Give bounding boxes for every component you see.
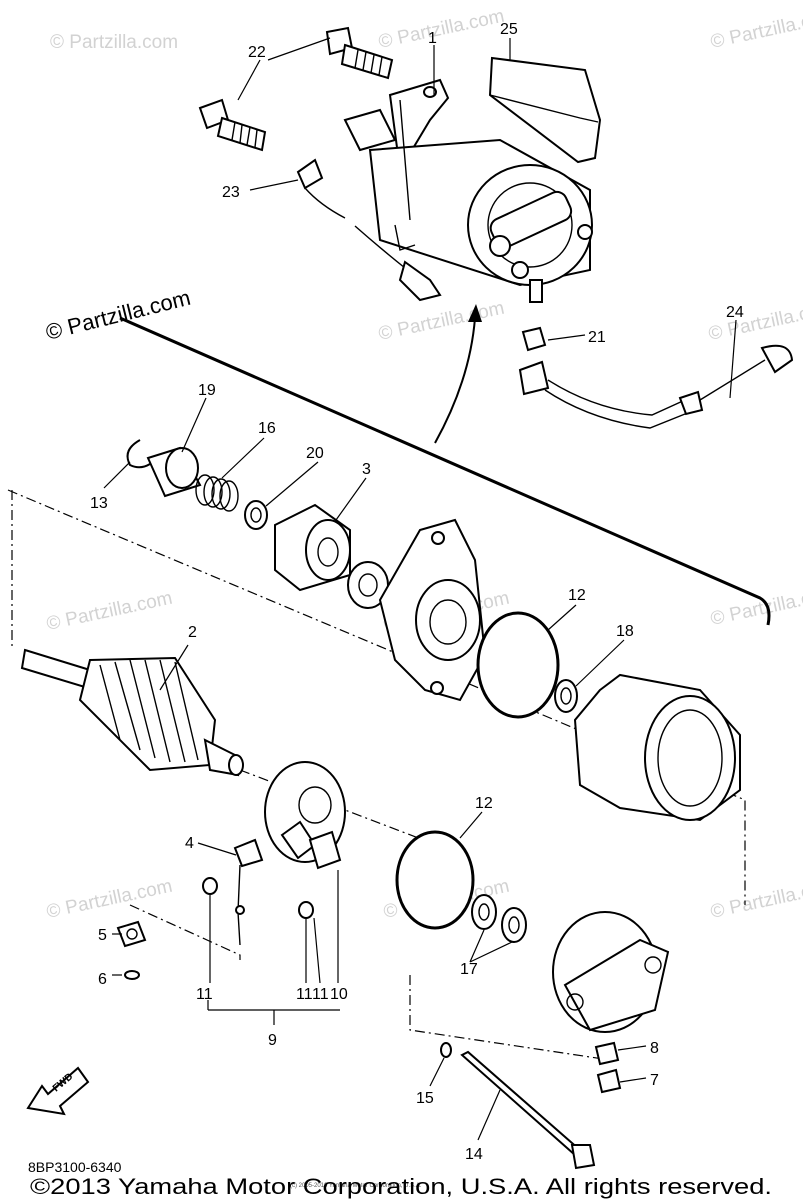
- rear-cover: [552, 911, 670, 1033]
- watermark-main: © Partzilla.com: [43, 285, 193, 345]
- callout-17: 17: [460, 961, 478, 978]
- part-20-washer: [244, 500, 268, 530]
- callout-24: 24: [726, 304, 744, 321]
- watermark: © Partzilla.com: [709, 583, 803, 630]
- alignment-line-bottom: [409, 975, 611, 1061]
- callout-19: 19: [198, 382, 216, 399]
- part-6-o-ring: [124, 970, 140, 980]
- part-7-nut: [596, 1068, 622, 1094]
- part-17-washers: [471, 894, 527, 943]
- watermark: © Partzilla.com: [45, 588, 175, 635]
- callout-3: 3: [362, 461, 371, 478]
- part-8-nut: [594, 1041, 620, 1066]
- callout-10: 10: [330, 986, 348, 1003]
- yoke-housing: [573, 673, 741, 822]
- watermark: © Partzilla.com: [707, 298, 803, 345]
- callout-11: 11: [312, 986, 329, 1003]
- callout-23: 23: [222, 184, 240, 201]
- part-13-circlip: [126, 439, 151, 469]
- callout-14: 14: [465, 1146, 483, 1163]
- part-15-o-ring: [440, 1042, 452, 1058]
- alignment-line-mid: [239, 769, 451, 851]
- callout-25: 25: [500, 21, 518, 38]
- part-16-spring: [195, 474, 239, 512]
- callout-5: 5: [98, 927, 107, 944]
- callout-11: 11: [196, 986, 213, 1003]
- part-19-collar: [146, 446, 202, 498]
- diagram-code: 8BP3100-6340: [28, 1159, 122, 1175]
- part-25-plate: [488, 56, 602, 164]
- callout-12: 12: [475, 795, 493, 812]
- part-11-spring: [202, 877, 218, 895]
- watermark: © Partzilla.com: [709, 876, 803, 923]
- small-copyright: (c) 2005-2016 Yamaha Motor Corporation, …: [290, 1183, 422, 1189]
- callout-4: 4: [185, 835, 194, 852]
- callout-22: 22: [248, 44, 266, 61]
- part-23-lead: [296, 158, 442, 302]
- callout-16: 16: [258, 420, 276, 437]
- fwd-arrow: FWD: [26, 1066, 90, 1116]
- callout-9: 9: [268, 1032, 277, 1049]
- callout-11: 11: [296, 986, 313, 1003]
- leader-lines: [103, 37, 737, 1141]
- part-4-brush-lead: [233, 838, 264, 946]
- callout-21: 21: [588, 329, 606, 346]
- callout-15: 15: [416, 1090, 434, 1107]
- callout-1: 1: [428, 30, 437, 47]
- part-3-clutch: [274, 503, 351, 592]
- callout-8: 8: [650, 1040, 659, 1057]
- callout-20: 20: [306, 445, 324, 462]
- alignment-line-nut: [129, 904, 241, 960]
- part-24-cable: [518, 344, 794, 429]
- watermark: © Partzilla.com: [377, 298, 507, 345]
- front-housing: [378, 518, 487, 702]
- copyright-notice: ©2013 Yamaha Motor Corporation, U.S.A. A…: [30, 1174, 772, 1199]
- alignment-line-top: [7, 489, 746, 905]
- callouts: 1 2 3 4 5 6 7 8 9 10 11 11 11 12 12 13 1…: [90, 21, 744, 1163]
- part-21-nut: [521, 326, 547, 352]
- callout-12: 12: [568, 587, 586, 604]
- watermark: © Partzilla.com: [709, 6, 803, 53]
- callout-6: 6: [98, 971, 107, 988]
- part-22-bolts: [198, 26, 394, 152]
- part-12-o-ring-upper: [476, 611, 560, 719]
- callout-7: 7: [650, 1072, 659, 1089]
- part-2-armature: [20, 648, 244, 777]
- part-18-washer: [554, 679, 578, 713]
- watermark: © Partzilla.com: [50, 32, 178, 53]
- assembly-arrow: [434, 304, 482, 444]
- part-1-starter-motor: [343, 78, 593, 303]
- brush-plate: [264, 761, 346, 870]
- callout-13: 13: [90, 495, 108, 512]
- part-14-through-bolt: [460, 1050, 596, 1170]
- callout-18: 18: [616, 623, 634, 640]
- diagonal-rule: [119, 316, 771, 626]
- part-12-o-ring-lower: [395, 830, 475, 930]
- part-5-nut: [116, 920, 147, 948]
- callout-2: 2: [188, 624, 197, 641]
- part-11-spring: [298, 901, 314, 919]
- watermark: © Partzilla.com: [377, 6, 507, 53]
